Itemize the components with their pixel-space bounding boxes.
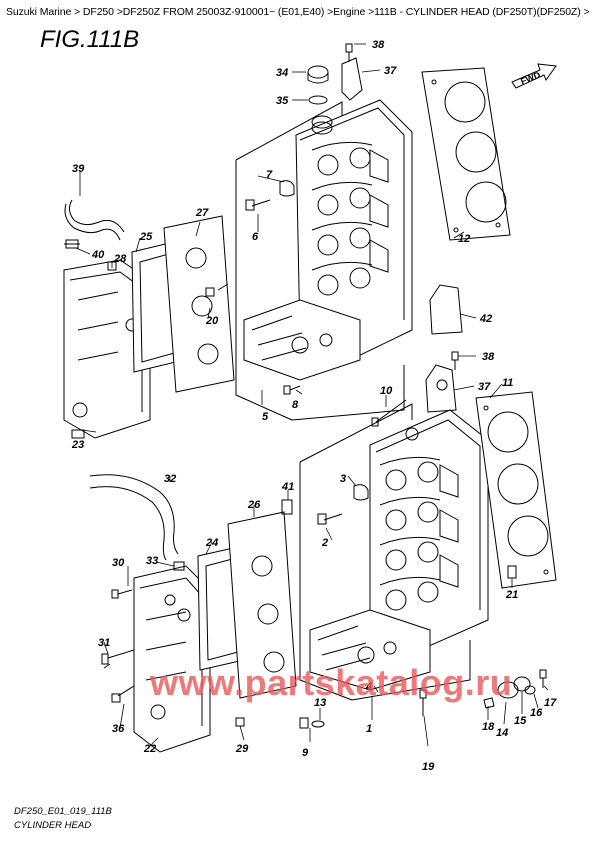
callout-16: 16 — [530, 707, 543, 719]
callout-35: 35 — [276, 95, 289, 107]
cover-seal-26 — [227, 511, 297, 699]
hose-39 — [64, 199, 125, 241]
hose-32 — [89, 474, 179, 561]
callout-25: 25 — [139, 231, 153, 243]
seal-15 — [513, 676, 531, 692]
figure-code: DF250_E01_019_111B — [14, 806, 112, 817]
bracket-37-lower — [425, 364, 457, 413]
callout-17: 17 — [544, 697, 557, 709]
bracket-37-upper — [341, 57, 363, 101]
callout-7: 7 — [266, 169, 273, 181]
callout-15: 15 — [514, 715, 527, 727]
bracket-42 — [429, 284, 463, 335]
fwd-arrow-icon — [511, 63, 557, 89]
bolt-20 — [205, 287, 215, 297]
pin-21 — [507, 565, 517, 579]
washer-13 — [311, 720, 325, 728]
callout-41: 41 — [281, 481, 294, 493]
head-gasket-upper — [421, 67, 511, 241]
callout-18: 18 — [482, 721, 495, 733]
callout-13: 13 — [314, 697, 326, 709]
o-ring-35 — [308, 95, 328, 105]
callout-39: 39 — [72, 163, 85, 175]
watermark: www.partskatalog.ru — [150, 662, 513, 703]
callout-42: 42 — [479, 313, 492, 325]
callout-29: 29 — [235, 743, 249, 755]
callout-30: 30 — [112, 557, 125, 569]
callout-33: 33 — [146, 555, 158, 567]
plug-18 — [483, 697, 495, 709]
callout-22: 22 — [143, 743, 156, 755]
bolt-29 — [235, 717, 245, 727]
cap-16 — [524, 685, 536, 695]
figure-caption: CYLINDER HEAD — [14, 820, 92, 831]
breadcrumb[interactable]: Suzuki Marine > DF250 >DF250Z FROM 25003… — [6, 6, 590, 18]
oil-filler-cap — [307, 65, 329, 79]
fitting-33 — [173, 561, 185, 571]
callout-37-top: 37 — [384, 65, 397, 77]
callout-20: 20 — [205, 315, 219, 327]
head-gasket-lower — [475, 391, 557, 589]
callout-5: 5 — [262, 411, 269, 423]
callout-27: 27 — [195, 207, 209, 219]
callout-4: 4 — [365, 681, 372, 693]
elbow-7 — [279, 180, 295, 197]
bolts — [101, 43, 547, 729]
lower-frame-outline — [299, 403, 471, 701]
callout-14: 14 — [496, 727, 508, 739]
plug-23 — [71, 429, 85, 439]
callout-19: 19 — [422, 761, 435, 773]
callout-3: 3 — [340, 473, 346, 485]
callout-21: 21 — [505, 589, 518, 601]
callout-6: 6 — [252, 231, 259, 243]
callout-26: 26 — [247, 499, 261, 511]
leader-lines — [75, 43, 549, 749]
callout-10: 10 — [380, 385, 393, 397]
callout-28: 28 — [113, 253, 127, 265]
figure-title: FIG.111B — [40, 26, 140, 53]
callout-32: 32 — [164, 473, 176, 485]
pin-41 — [281, 499, 293, 515]
callout-37-mid: 37 — [478, 381, 491, 393]
cover-seal-27 — [163, 215, 235, 393]
callout-34: 34 — [276, 67, 288, 79]
lower-head-cover — [133, 565, 211, 753]
callout-8: 8 — [292, 399, 299, 411]
callout-12: 12 — [458, 233, 470, 245]
callout-numbers: 38 37 34 35 7 6 8 5 27 20 25 28 39 40 23… — [71, 39, 557, 773]
callout-38-top: 38 — [372, 39, 385, 51]
callout-24: 24 — [205, 537, 218, 549]
callout-36: 36 — [112, 723, 125, 735]
cap-40 — [64, 239, 80, 249]
upper-head-cover — [63, 259, 151, 439]
bolt-28 — [107, 261, 117, 271]
callout-11: 11 — [502, 377, 513, 389]
callout-1: 1 — [366, 723, 372, 735]
lower-cylinder-head — [309, 409, 489, 691]
callout-31: 31 — [98, 637, 110, 649]
callout-9: 9 — [302, 747, 309, 759]
callout-2: 2 — [321, 537, 328, 549]
elbow-3 — [353, 484, 369, 501]
callout-40: 40 — [91, 249, 105, 261]
upper-cylinder-head — [243, 99, 413, 381]
callout-38-mid: 38 — [482, 351, 495, 363]
callout-23: 23 — [71, 439, 84, 451]
